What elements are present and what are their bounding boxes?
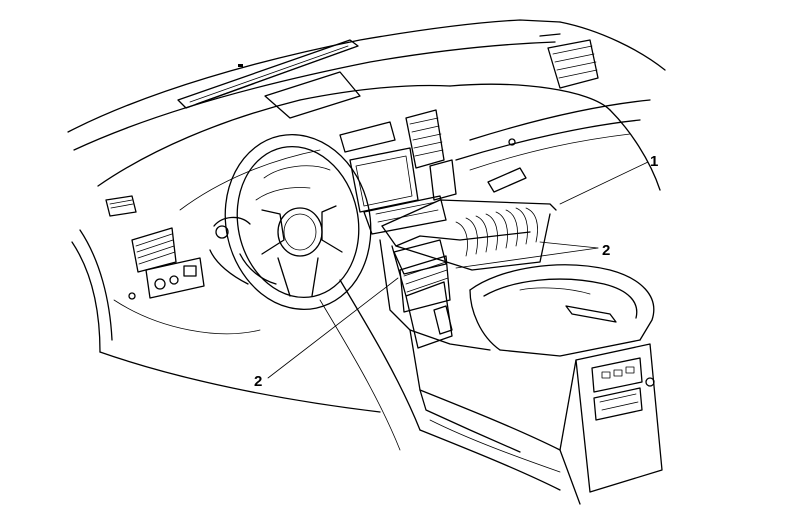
armrest <box>469 264 655 357</box>
callout-2-left: 2 <box>254 373 262 390</box>
leader-2-left <box>267 277 399 379</box>
leader-2-right-a <box>539 241 599 249</box>
dashboard-top <box>67 19 666 211</box>
defroster-vent <box>177 39 361 119</box>
passenger-dash <box>449 83 661 193</box>
leader-lines <box>267 161 649 379</box>
leader-2-right-b <box>455 247 599 269</box>
floor-lines <box>99 279 561 491</box>
center-console <box>379 239 561 453</box>
center-stack <box>339 109 457 235</box>
storage-bin <box>381 199 557 275</box>
leader-1 <box>559 161 649 205</box>
right-dash-vent <box>539 33 599 89</box>
rear-console <box>559 343 663 505</box>
callout-2-right: 2 <box>602 242 610 259</box>
steering-column <box>209 216 277 285</box>
left-dash-vent <box>105 195 177 273</box>
steering-wheel <box>224 133 372 311</box>
left-panel <box>71 229 261 353</box>
callout-1: 1 <box>650 153 658 170</box>
